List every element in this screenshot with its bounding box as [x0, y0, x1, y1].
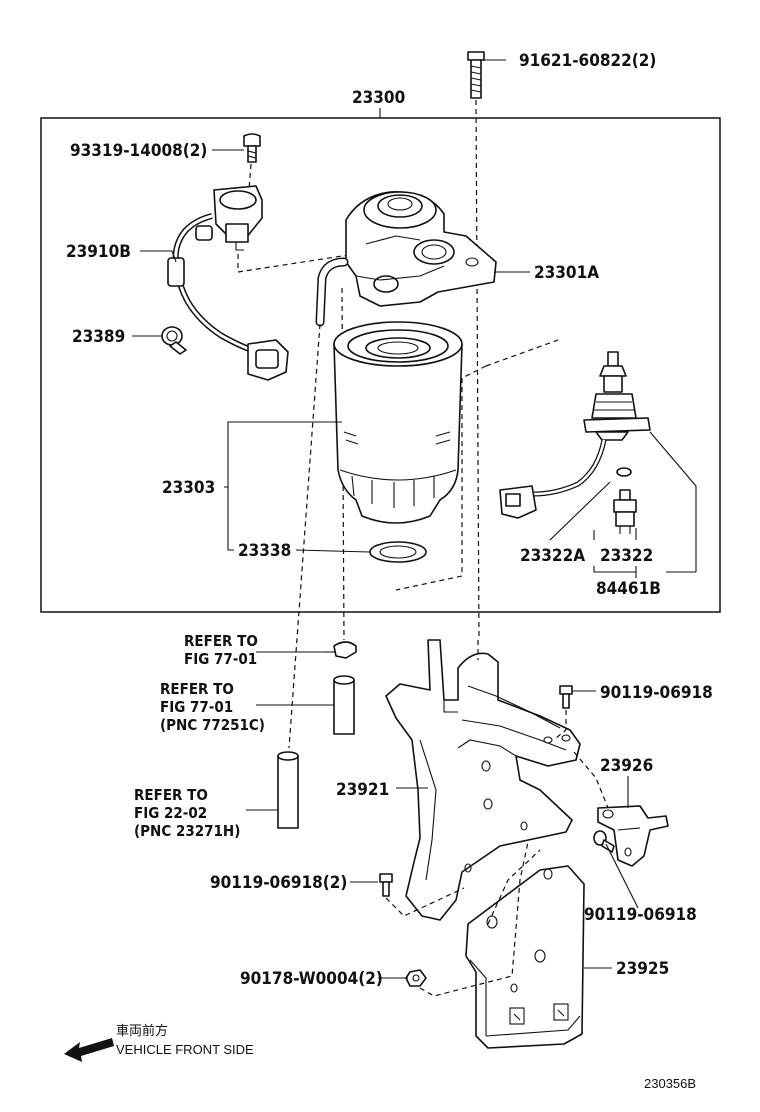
leader-lines: [132, 59, 697, 979]
label-23322: 23322: [600, 546, 653, 566]
ref1-line1[interactable]: REFER TO: [184, 632, 258, 650]
label-23925: 23925: [616, 959, 669, 979]
label-23338: 23338: [238, 541, 291, 561]
label-93319-14008: 93319-14008(2): [70, 141, 207, 161]
small-bracket-23926: [597, 805, 669, 867]
label-23322a: 23322A: [520, 546, 585, 566]
label-23926: 23926: [600, 756, 653, 776]
nut-dash-line: [419, 841, 529, 997]
pipe-dash-line-2: [288, 323, 321, 749]
sensor-23910b: [167, 185, 289, 381]
cartridge-dash-box: [395, 339, 559, 591]
ref3-line1[interactable]: REFER TO: [134, 786, 208, 804]
oring-23322a: [616, 467, 632, 477]
hose-ref-22-02: [277, 751, 299, 829]
label-91621-60822: 91621-60822(2): [519, 51, 656, 71]
ref2-line2[interactable]: FIG 77-01: [160, 698, 233, 716]
ref2-line3[interactable]: (PNC 77251C): [160, 716, 265, 734]
screw-dash-line: [248, 163, 252, 191]
oring-23338: [369, 541, 427, 563]
plate-23925: [465, 865, 585, 1049]
label-23300: 23300: [352, 88, 405, 108]
bracket-dash-line: [573, 751, 609, 809]
filter-cartridge-23303: [333, 321, 463, 524]
label-90178-w0004: 90178-W0004(2): [240, 969, 383, 989]
hose-ref-77-01-small: [326, 641, 357, 659]
nut-90178: [405, 969, 427, 987]
screw-93319: [243, 133, 261, 163]
bolt-90119-right-lower: [593, 830, 615, 853]
label-23910b: 23910B: [66, 242, 131, 262]
label-90119-06918-right: 90119-06918: [600, 683, 713, 703]
ref2-line1[interactable]: REFER TO: [160, 680, 234, 698]
bolt-90119-right: [559, 685, 573, 709]
ref1-line2[interactable]: FIG 77-01: [184, 650, 257, 668]
label-23921: 23921: [336, 780, 389, 800]
label-23301a: 23301A: [534, 263, 599, 283]
sensor-assy-84461b: [499, 351, 651, 519]
filter-head-23301a: [315, 191, 497, 327]
label-84461b: 84461B: [596, 579, 661, 599]
ref3-line2[interactable]: FIG 22-02: [134, 804, 207, 822]
bolt-90119-left: [379, 873, 393, 897]
bracket-23921: [385, 639, 581, 921]
vehicle-front-arrow-icon: [64, 1038, 114, 1062]
direction-japanese: 車両前方: [116, 1023, 168, 1038]
plate-dash-line: [487, 849, 541, 925]
clamp-23389: [161, 326, 187, 355]
diagram-number: 230356B: [644, 1076, 696, 1091]
hose-ref-77-01: [333, 675, 355, 735]
label-90119-06918-left: 90119-06918(2): [210, 873, 347, 893]
sensor-dash-line: [237, 253, 356, 273]
ref3-line3[interactable]: (PNC 23271H): [134, 822, 240, 840]
label-90119-06918-right-lower: 90119-06918: [584, 905, 697, 925]
switch-23322: [613, 489, 637, 534]
label-23303: 23303: [162, 478, 215, 498]
right-bolt-dash: [555, 710, 567, 739]
label-23389: 23389: [72, 327, 125, 347]
bolt-91621: [467, 51, 485, 99]
direction-english: VEHICLE FRONT SIDE: [116, 1042, 254, 1057]
